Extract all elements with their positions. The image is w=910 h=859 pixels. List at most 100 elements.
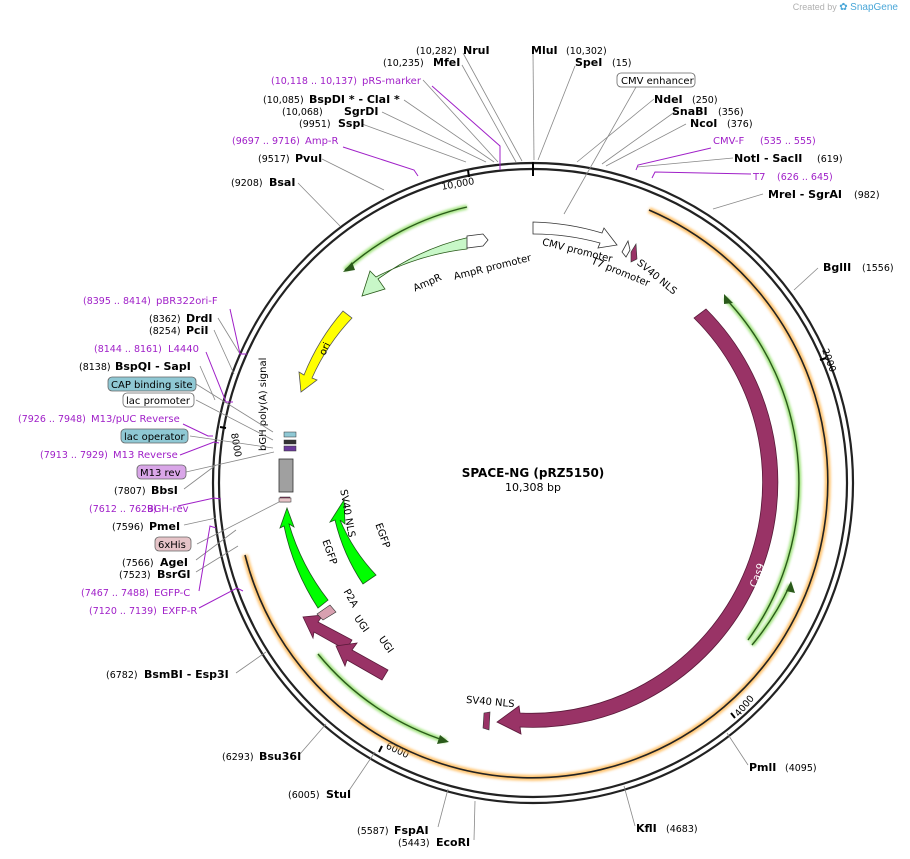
primer-pbr322ori-f: pBR322ori-F — [156, 296, 218, 307]
site-pos-sspi: (9951) — [299, 119, 331, 130]
boxed-text-cmv-enhancer: CMV enhancer — [621, 76, 695, 87]
boxed-label-cap-binding-site[interactable]: CAP binding site — [107, 376, 197, 392]
site-pmli: PmlI — [749, 761, 776, 774]
boxed-text-lac-operator: lac operator — [124, 432, 185, 443]
site-pos-kfli: (4683) — [666, 824, 698, 835]
site-pos-bsmbi: (6782) — [106, 670, 138, 681]
primer-t7: T7 — [752, 172, 765, 183]
site-snabi: SnaBI — [672, 105, 708, 118]
site-sspi: SspI — [338, 117, 364, 130]
boxed-text-6xhis: 6xHis — [158, 540, 186, 551]
boxed-text-m13-rev: M13 rev — [140, 468, 181, 479]
site-noti-sacii: NotI - SacII — [734, 152, 802, 165]
label-ugi-1: UGI — [351, 614, 370, 635]
feature-cas9[interactable] — [496, 308, 779, 735]
feature-ori[interactable] — [298, 310, 353, 393]
boxed-label-lac-operator[interactable]: lac operator — [120, 428, 189, 444]
site-bspqi-sapi: BspQI - SapI — [115, 360, 191, 373]
site-pos-bbsi: (7807) — [114, 486, 146, 497]
site-spei: SpeI — [575, 56, 602, 69]
primer-leaders — [177, 85, 752, 609]
feature-cmv-promoter[interactable] — [532, 221, 618, 249]
site-pos-pmei: (7596) — [112, 522, 144, 533]
feature-lac-operator-box[interactable] — [283, 431, 297, 438]
credit-brand: SnapGene — [850, 2, 898, 13]
site-pos-sapi: (8138) — [79, 362, 111, 373]
site-pos-bsai: (9208) — [231, 178, 263, 189]
primer-range-t7: (626 .. 645) — [777, 172, 833, 183]
tick-8000: 8000 — [228, 432, 243, 458]
site-bspdi-clai: BspDI * - ClaI * — [309, 93, 400, 106]
site-pos-claI: (10,085) — [263, 95, 304, 106]
site-pos-pmli: (4095) — [785, 763, 817, 774]
label-p2a: P2A — [341, 587, 360, 609]
primer-range-cmv-f: (535 .. 555) — [760, 136, 816, 147]
feature-egfp-inner[interactable] — [279, 506, 329, 609]
feature-bgh-polya[interactable] — [278, 458, 294, 493]
site-mlui: MluI — [531, 44, 558, 57]
primer-l4440: L4440 — [168, 344, 199, 355]
orf-arrows — [316, 204, 802, 744]
site-bglii: BglII — [823, 261, 851, 274]
site-pos-mrei: (982) — [854, 190, 880, 201]
boxed-label-cmv-enhancer[interactable]: CMV enhancer — [616, 72, 696, 88]
feature-m13-box[interactable] — [283, 445, 297, 452]
primer-range-l4440: (8144 .. 8161) — [94, 344, 162, 355]
site-pos-bsu36i: (6293) — [222, 752, 254, 763]
site-pvui: PvuI — [295, 152, 322, 165]
site-pcii: PciI — [186, 324, 208, 337]
label-bgh-polya: bGH poly(A) signal — [258, 358, 269, 451]
site-ecori: EcoRI — [436, 836, 470, 849]
boxed-label-m13-rev[interactable]: M13 rev — [136, 464, 187, 480]
site-pos-mfei: (10,235) — [383, 58, 424, 69]
feature-sv40-nls-top[interactable] — [630, 243, 638, 263]
feature-ampr-promoter[interactable] — [466, 233, 489, 249]
site-nrui: NruI — [463, 44, 490, 57]
feature-6xhis-box[interactable] — [278, 497, 292, 503]
primer-range-exfp-r: (7120 .. 7139) — [89, 606, 157, 617]
site-pmei: PmeI — [149, 520, 180, 533]
primer-range-amp-r: (9697 .. 9716) — [232, 136, 300, 147]
site-pos-sgrdi: (10,068) — [282, 107, 323, 118]
tick-10000: 10,000 — [441, 176, 476, 193]
boxed-label-6xhis[interactable]: 6xHis — [154, 536, 192, 552]
site-pos-fspai: (5587) — [357, 826, 389, 837]
primer-range-egfp-c: (7467 .. 7488) — [81, 588, 149, 599]
cas9-span-arc — [244, 209, 829, 779]
site-mrei-sgrai: MreI - SgrAI — [768, 188, 842, 201]
site-pos-bsrgi: (7523) — [119, 570, 151, 581]
boxed-text-cap-binding-site: CAP binding site — [111, 380, 193, 391]
site-sgrdi: SgrDI — [344, 105, 378, 118]
feature-ampr[interactable] — [361, 236, 471, 297]
feature-cap-site-box[interactable] — [283, 439, 297, 445]
boxed-label-lac-promoter[interactable]: lac promoter — [122, 392, 195, 408]
credit-prefix: Created by — [792, 2, 837, 12]
site-bsrgi: BsrGI — [157, 568, 190, 581]
feature-sv40-nls-bottom[interactable] — [482, 711, 491, 731]
site-bbsi: BbsI — [151, 484, 178, 497]
feature-t7-promoter[interactable] — [621, 239, 631, 258]
feature-p2a[interactable] — [316, 604, 337, 621]
site-pos-ncoi: (376) — [727, 119, 753, 130]
feature-ugi-2[interactable] — [335, 642, 389, 681]
site-agei: AgeI — [160, 556, 188, 569]
site-pos-mlui: (10,302) — [566, 46, 607, 57]
site-pos-agei: (7566) — [122, 558, 154, 569]
primer-cmv-f: CMV-F — [713, 136, 744, 147]
site-pos-bglii: (1556) — [862, 263, 894, 274]
site-pos-drdi: (8362) — [149, 314, 181, 325]
feature-egfp-outer[interactable] — [328, 498, 377, 585]
site-bsai: BsaI — [269, 176, 295, 189]
label-egfp-inner: EGFP — [319, 538, 338, 566]
label-sv40-nls-bottom: SV40 NLS — [466, 695, 515, 710]
leader-lines — [183, 52, 819, 841]
site-bsu36i: Bsu36I — [259, 750, 301, 763]
label-ampr-promoter: AmpR promoter — [453, 253, 534, 283]
primer-range-prs-marker: (10,118 .. 10,137) — [271, 76, 357, 87]
label-ugi-2: UGI — [376, 634, 395, 655]
site-bsmbi-esp3i: BsmBI - Esp3I — [144, 668, 229, 681]
primer-range-m13-reverse: (7913 .. 7929) — [40, 450, 108, 461]
primer-range-pbr322ori-f: (8395 .. 8414) — [83, 296, 151, 307]
site-pos-spei: (15) — [612, 58, 632, 69]
